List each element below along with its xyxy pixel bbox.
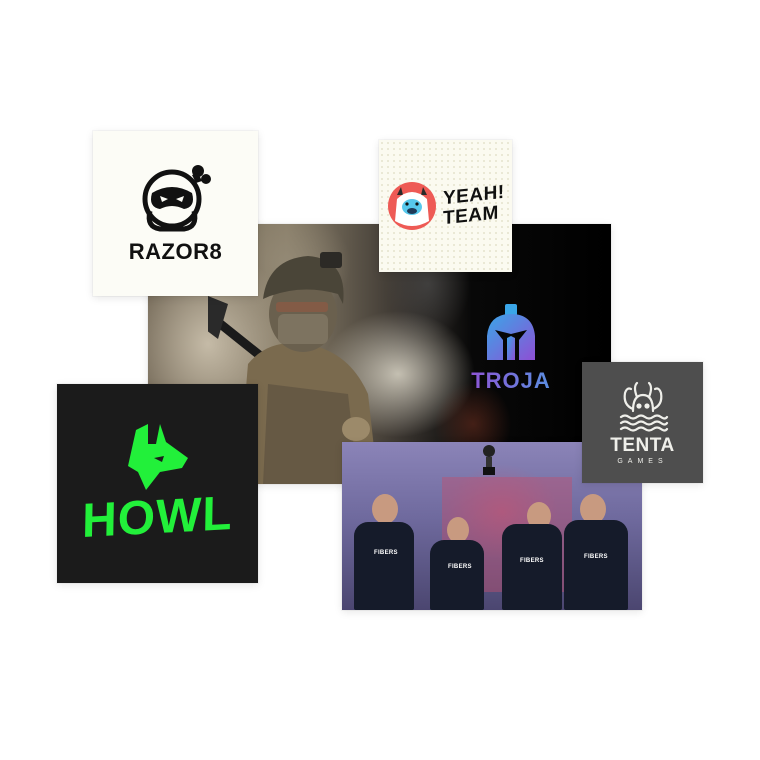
games-label: GAMES [617,457,668,465]
shirt-logo: FIBERS [374,550,398,556]
tenta-label: TENTA [610,434,675,456]
wolf-icon [127,424,188,490]
shirt-logo: FIBERS [520,558,544,564]
yeah-team-label: YEAH! TEAM [442,182,505,230]
troja-label: TROJA [471,368,551,393]
team-line: TEAM [442,202,499,230]
howl-label: HOWL [81,486,234,549]
person-head [580,494,606,524]
spartan-helmet-icon [487,304,535,360]
tenta-games-logo-card: TENTA GAMES [582,362,703,483]
team-member [502,524,562,610]
troja-logo: TROJA [466,304,556,394]
yeah-team-logo-card: YEAH! TEAM [379,140,512,272]
team-member [354,522,414,610]
howl-logo-card: HOWL [57,384,258,583]
razor8-label: RAZOR8 [128,238,223,264]
yeti-icon [387,182,436,230]
person-head [447,517,469,543]
razor8-logo-card: RAZOR8 [93,131,258,296]
ninja-icon [142,164,211,231]
shirt-logo: FIBERS [584,554,608,560]
team-member [564,520,628,610]
octopus-icon [619,381,668,432]
shirt-logo: FIBERS [448,564,472,570]
team-member [430,540,484,610]
person-head [372,494,398,524]
trophy-icon [483,445,495,475]
team-celebration-photo-card: FIBERS FIBERS FIBERS FIBERS [342,442,642,610]
